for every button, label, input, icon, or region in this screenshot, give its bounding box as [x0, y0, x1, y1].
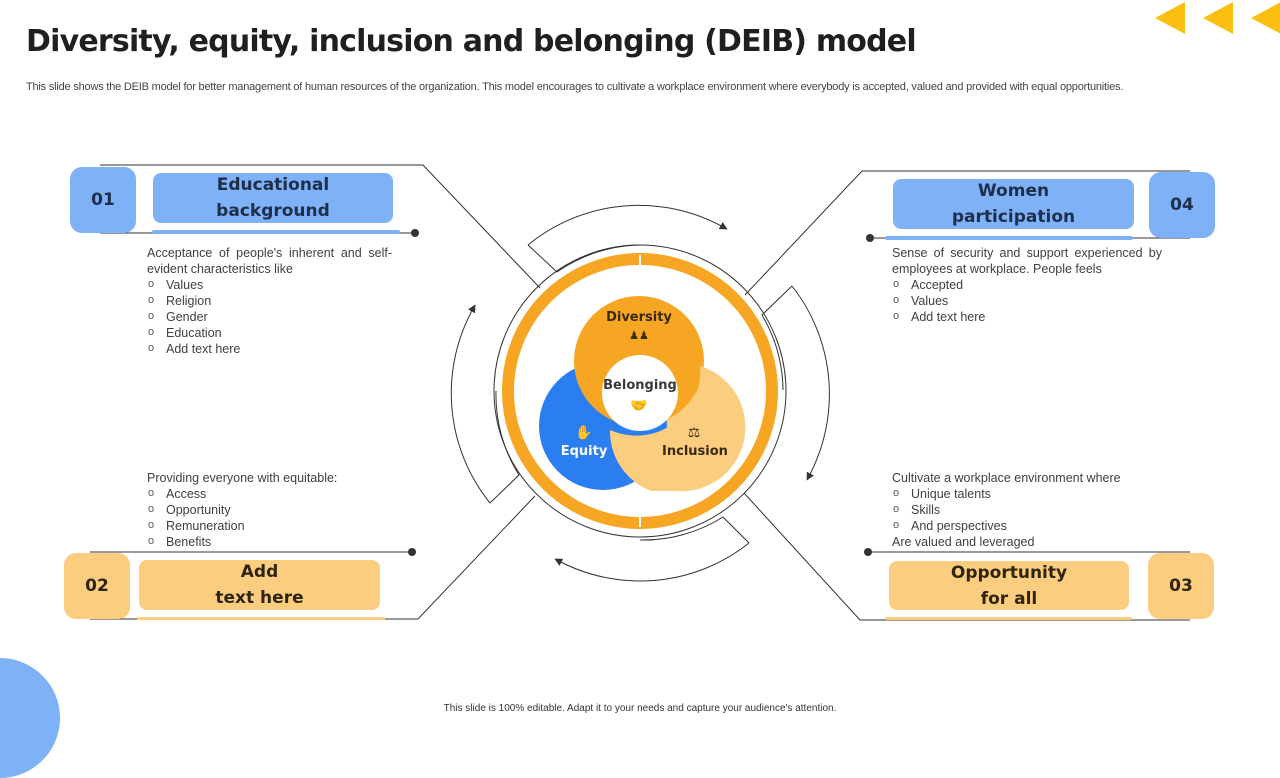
people-diversity-icon: ♟♟ — [629, 330, 649, 342]
section-01-intro: Acceptance of people's inherent and self… — [147, 246, 392, 276]
belonging-label: Belonging — [603, 378, 677, 393]
decorative-triangle — [1155, 2, 1185, 34]
section-02-title: Add text here — [139, 560, 380, 610]
section-01-title: Educational background — [153, 173, 393, 223]
cycle-arc-bottom — [554, 542, 750, 582]
section-04-title: Women participation — [893, 179, 1134, 229]
section-02-list: Access Opportunity Remuneration Benefits — [147, 485, 392, 550]
list-item: Benefits — [147, 533, 392, 550]
list-item: Unique talents — [892, 485, 1152, 502]
decorative-triangle — [1203, 2, 1233, 34]
section-01-list: Values Religion Gender Education Add tex… — [147, 276, 392, 357]
section-02-underbar — [137, 617, 385, 620]
section-04-intro: Sense of security and support experience… — [892, 246, 1162, 276]
handshake-icon: 🤝 — [630, 397, 648, 413]
hand-people-icon: ✋ — [575, 424, 593, 440]
section-03-title: Opportunity for all — [889, 561, 1129, 610]
connector-line-04 — [744, 170, 1190, 296]
list-item: Skills — [892, 501, 1152, 518]
list-item: Access — [147, 485, 392, 502]
section-03-title-line1: Opportunity — [950, 562, 1068, 583]
connector-dot — [864, 548, 872, 556]
section-04-title-line2: participation — [951, 207, 1076, 227]
cycle-arc-bottom-inner — [639, 516, 750, 544]
section-01-underbar — [152, 230, 400, 234]
connector-line-01 — [100, 164, 541, 289]
diversity-label: Diversity — [606, 310, 672, 325]
cycle-arc-right-inner — [761, 285, 793, 391]
inclusion-overlap — [609, 366, 746, 492]
section-01-title-line1: Educational — [216, 175, 330, 195]
belonging-circle — [602, 355, 678, 431]
section-04-list: Accepted Values Add text here — [892, 276, 1162, 325]
cycle-arc-left — [450, 304, 491, 504]
list-item: And perspectives — [892, 517, 1152, 534]
list-item: Values — [147, 276, 392, 293]
section-03-underbar — [885, 617, 1132, 620]
section-02-description: Providing everyone with equitable: Acces… — [147, 470, 392, 550]
section-02-intro: Providing everyone with equitable: — [147, 471, 338, 485]
section-04-title-line1: Women — [977, 181, 1050, 201]
cycle-arc-top-inner — [527, 244, 641, 273]
section-03-intro: Cultivate a workplace environment where — [892, 471, 1121, 485]
list-item: Add text here — [892, 308, 1162, 325]
section-03-description: Cultivate a workplace environment where … — [892, 470, 1152, 550]
page-subtitle: This slide shows the DEIB model for bett… — [26, 81, 1124, 93]
section-03-outro: Are valued and leveraged — [892, 535, 1035, 549]
list-item: Gender — [147, 308, 392, 325]
list-item: Values — [892, 292, 1162, 309]
cycle-arc-left-inner — [489, 390, 520, 504]
list-item: Add text here — [147, 340, 392, 357]
section-01-description: Acceptance of people's inherent and self… — [147, 245, 392, 357]
footer-note: This slide is 100% editable. Adapt it to… — [443, 703, 837, 714]
section-04-underbar — [885, 236, 1133, 240]
cycle-arc-right — [791, 285, 830, 481]
inclusion-label: Inclusion — [662, 444, 728, 459]
section-04-number: 04 — [1149, 172, 1215, 238]
list-item: Remuneration — [147, 517, 392, 534]
list-item: Accepted — [892, 276, 1162, 293]
section-03-list: Unique talents Skills And perspectives — [892, 485, 1152, 534]
section-02-title-line1: Add — [240, 562, 279, 582]
decorative-triangle — [1251, 2, 1280, 34]
connector-dot — [408, 548, 416, 556]
cycle-arc-top — [527, 204, 728, 246]
scales-icon: ⚖ — [687, 424, 701, 440]
section-04-description: Sense of security and support experience… — [892, 245, 1162, 325]
section-01-title-line2: background — [216, 201, 330, 221]
section-02-number: 02 — [64, 553, 130, 619]
diagram-lines — [90, 164, 1190, 621]
list-item: Religion — [147, 292, 392, 309]
list-item: Education — [147, 324, 392, 341]
section-03-title-line2: for all — [980, 588, 1038, 609]
page-title: Diversity, equity, inclusion and belongi… — [26, 24, 917, 59]
list-item: Opportunity — [147, 501, 392, 518]
equity-label: Equity — [560, 444, 608, 459]
connector-dot — [411, 229, 419, 237]
connector-line-03 — [743, 492, 1190, 621]
connector-dot — [866, 234, 874, 242]
section-03-number: 03 — [1148, 553, 1214, 619]
section-01-number: 01 — [70, 167, 136, 233]
section-02-title-line2: text here — [215, 588, 304, 608]
